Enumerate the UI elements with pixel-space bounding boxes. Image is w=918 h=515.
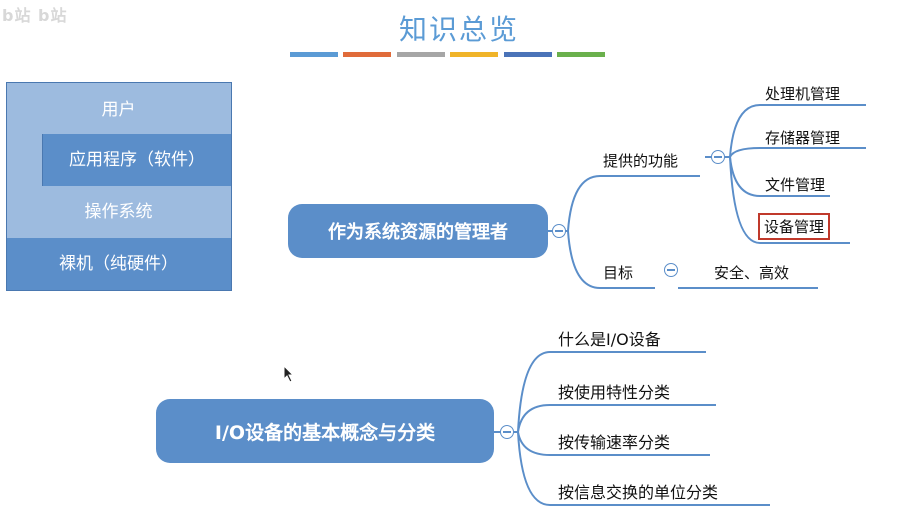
- mouse-cursor-icon: [283, 365, 295, 383]
- io-item[interactable]: 按信息交换的单位分类: [558, 483, 719, 502]
- function-item-highlighted[interactable]: 设备管理: [758, 213, 831, 240]
- function-item[interactable]: 文件管理: [765, 176, 826, 194]
- collapse-icon[interactable]: [552, 224, 566, 238]
- io-item[interactable]: 什么是I/O设备: [558, 330, 661, 349]
- layer-user: [6, 82, 231, 134]
- collapse-icon[interactable]: [711, 150, 725, 164]
- layer-hardware: 裸机（纯硬件）: [6, 238, 231, 290]
- mindmap1-root[interactable]: 作为系统资源的管理者: [288, 204, 548, 258]
- layer-user-step: [6, 134, 42, 186]
- mindmap2-root[interactable]: I/O设备的基本概念与分类: [156, 399, 494, 463]
- layer-diagram-border: [6, 82, 232, 291]
- title-bar-segment: [397, 52, 445, 57]
- io-item[interactable]: 按传输速率分类: [558, 433, 671, 452]
- branch-functions[interactable]: 提供的功能: [603, 152, 679, 170]
- function-item[interactable]: 处理机管理: [765, 85, 841, 103]
- layer-user-label: 用户: [101, 100, 136, 120]
- goal-value[interactable]: 安全、高效: [714, 264, 790, 282]
- title-bar-segment: [450, 52, 498, 57]
- title-bar-segment: [557, 52, 605, 57]
- branch-goal[interactable]: 目标: [603, 264, 634, 282]
- page-title: 知识总览: [398, 13, 519, 46]
- io-item[interactable]: 按使用特性分类: [558, 383, 671, 402]
- collapse-icon[interactable]: [664, 263, 678, 277]
- watermark-logo: b站 b站: [2, 6, 68, 25]
- title-bar-segment: [290, 52, 338, 57]
- collapse-icon[interactable]: [500, 425, 514, 439]
- layer-os: 操作系统: [6, 186, 231, 238]
- layer-apps: 应用程序（软件）: [42, 134, 231, 186]
- title-bar-segment: [343, 52, 391, 57]
- function-item[interactable]: 存储器管理: [765, 129, 841, 147]
- title-bar-segment: [504, 52, 552, 57]
